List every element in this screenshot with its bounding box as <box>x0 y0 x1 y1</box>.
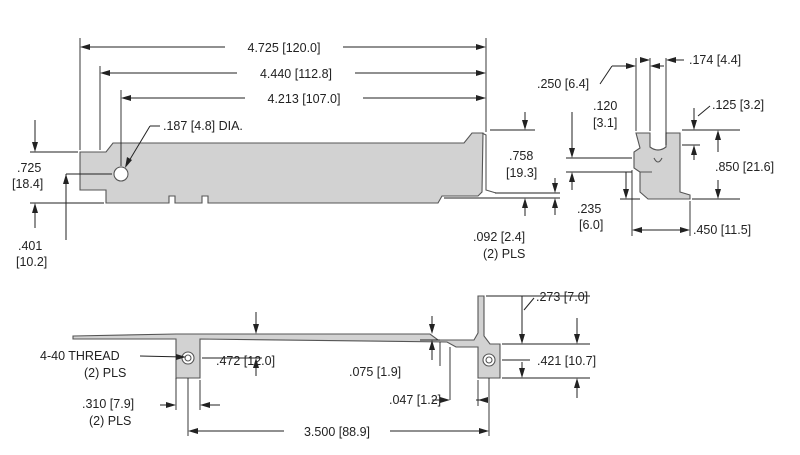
dim-thread-pls: (2) PLS <box>84 366 126 380</box>
bracket-front-profile <box>79 132 484 204</box>
dim-725-metric: [18.4] <box>12 177 43 191</box>
mounting-hole <box>113 166 129 182</box>
dim-hole-spacing: 3.500 [88.9] <box>188 422 489 440</box>
dim-thread: 4-40 THREAD (2) PLS <box>40 349 186 380</box>
bottom-view <box>72 295 501 379</box>
dim-758: .758 [19.3] <box>506 112 537 216</box>
dim-472: .472 [12.0] <box>216 312 275 376</box>
dim-450: .450 [11.5] <box>632 223 751 237</box>
dim-125: .125 [3.2] <box>682 98 764 160</box>
dim-thread-label: 4-40 THREAD <box>40 349 120 363</box>
dim-120-value: .120 <box>593 99 617 113</box>
dim-472-label: .472 [12.0] <box>216 354 275 368</box>
side-view-inner-edge <box>640 157 663 173</box>
dim-273: .273 [7.0] <box>519 290 588 344</box>
dim-725: .725 [18.4] <box>12 120 43 228</box>
dim-235-metric: [6.0] <box>579 218 603 232</box>
dim-850: .850 [21.6] <box>715 130 774 199</box>
dim-174-label: .174 [4.4] <box>689 53 741 67</box>
dim-273-label: .273 [7.0] <box>536 290 588 304</box>
dim-047: .047 [1.2] <box>389 380 488 407</box>
dim-758-metric: [19.3] <box>506 166 537 180</box>
dim-4725-label: 4.725 [120.0] <box>248 41 321 55</box>
dim-125-label: .125 [3.2] <box>712 98 764 112</box>
bracket-side-profile <box>633 132 691 200</box>
front-view <box>79 132 497 204</box>
dim-075: .075 [1.9] <box>349 316 440 379</box>
dim-4440-label: 4.440 [112.8] <box>260 67 332 81</box>
dim-4440: 4.440 [112.8] <box>100 64 486 82</box>
dim-235: .235 [6.0] <box>577 172 640 232</box>
dim-120-metric: [3.1] <box>593 116 617 130</box>
dim-092-pls: (2) PLS <box>483 247 525 261</box>
dim-4213: 4.213 [107.0] <box>121 89 486 107</box>
dim-850-label: .850 [21.6] <box>715 160 774 174</box>
dim-250: .250 [6.4] <box>537 63 664 91</box>
dim-421-label: .421 [10.7] <box>537 354 596 368</box>
dim-421: .421 [10.7] <box>502 318 596 398</box>
dim-725-value: .725 <box>17 161 41 175</box>
dim-758-value: .758 <box>509 149 533 163</box>
dim-3500-label: 3.500 [88.9] <box>304 425 370 439</box>
dim-235-value: .235 <box>577 202 601 216</box>
dim-187-label: .187 [4.8] DIA. <box>163 119 243 133</box>
front-view-extension-lines <box>30 38 560 204</box>
bracket-bottom-profile <box>72 295 501 379</box>
dim-310-label: .310 [7.9] <box>82 397 134 411</box>
dim-310: .310 [7.9] (2) PLS <box>82 397 220 428</box>
dim-092: .092 [2.4] (2) PLS <box>473 178 560 261</box>
dim-hole-diameter: .187 [4.8] DIA. <box>125 119 243 168</box>
dim-092-label: .092 [2.4] <box>473 230 525 244</box>
thread-hole-left <box>181 351 195 365</box>
dim-401-value: .401 <box>18 239 42 253</box>
dim-174: .174 [4.4] <box>640 53 741 67</box>
thread-hole-right <box>482 353 496 367</box>
dim-120: .120 [3.1] <box>569 99 617 190</box>
dim-450-label: .450 [11.5] <box>693 223 751 237</box>
side-view-extension-lines <box>566 58 740 236</box>
bracket-tab-edge <box>481 132 497 194</box>
dim-401-metric: [10.2] <box>16 255 47 269</box>
dim-overall-length: 4.725 [120.0] <box>80 38 486 56</box>
dim-4213-label: 4.213 [107.0] <box>268 92 341 106</box>
dim-047-label: .047 [1.2] <box>389 393 441 407</box>
dim-310-pls: (2) PLS <box>89 414 131 428</box>
side-view <box>633 132 691 200</box>
bottom-view-extension-lines <box>175 295 590 436</box>
dim-250-label: .250 [6.4] <box>537 77 589 91</box>
dim-075-label: .075 [1.9] <box>349 365 401 379</box>
dim-401: .401 [10.2] <box>16 174 69 269</box>
